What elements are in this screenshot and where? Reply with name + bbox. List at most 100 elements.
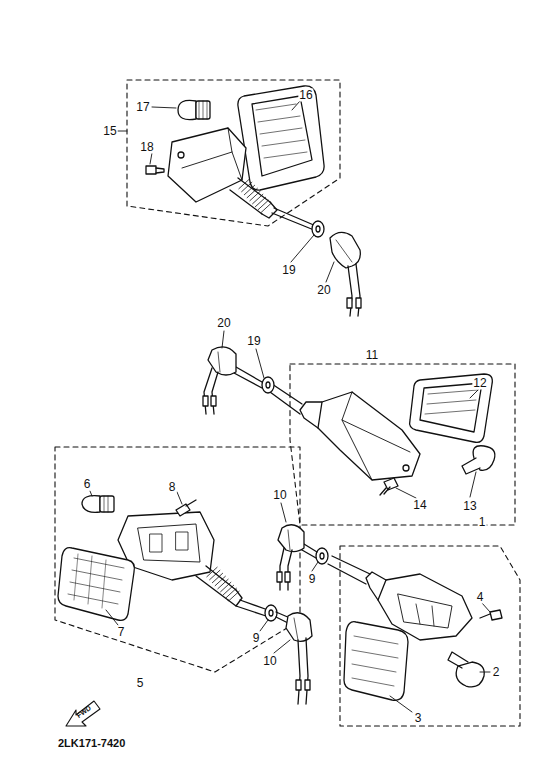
thread — [253, 194, 263, 203]
flasher-assembly — [176, 504, 190, 516]
callout-number: 16 — [298, 89, 313, 102]
thread — [221, 582, 231, 591]
flasher-assembly — [74, 554, 106, 608]
thread — [239, 179, 249, 188]
callout-number: 9 — [252, 632, 261, 645]
leader-line — [326, 262, 334, 282]
thread — [218, 579, 228, 588]
callout-number: 17 — [135, 101, 150, 114]
flasher-assembly — [100, 496, 114, 512]
flasher-assembly — [296, 680, 301, 690]
flasher-assembly — [277, 572, 282, 582]
callout-number: 6 — [83, 478, 92, 491]
thread — [226, 588, 236, 597]
thread — [207, 567, 217, 576]
leader-line — [256, 349, 264, 378]
flasher-assembly — [316, 226, 320, 232]
callout-number: 20 — [216, 317, 231, 330]
callout-number: 19 — [281, 264, 296, 277]
flasher-assembly — [280, 548, 292, 590]
flasher-assembly — [336, 240, 352, 262]
leader-line — [312, 562, 318, 571]
flasher-assembly — [230, 178, 270, 214]
leader-line — [222, 331, 224, 348]
thread — [229, 591, 239, 600]
flasher-assembly — [398, 594, 452, 628]
flasher-assembly — [318, 392, 420, 480]
thread — [207, 179, 271, 600]
leader-line — [274, 640, 290, 653]
flasher-assembly — [150, 532, 188, 552]
flasher-assembly — [156, 168, 164, 173]
flasher-assembly — [366, 572, 386, 600]
flasher-assembly — [278, 525, 304, 552]
thread — [223, 585, 233, 594]
flasher-assembly — [82, 496, 100, 513]
forward-arrow — [66, 701, 100, 726]
flasher-assembly — [211, 396, 216, 406]
flasher-assembly — [262, 377, 274, 393]
flasher-assembly — [288, 530, 290, 550]
thread — [215, 576, 225, 585]
flasher-assembly — [203, 347, 495, 495]
thread — [258, 200, 268, 209]
flasher-assembly — [178, 152, 184, 158]
group-outline — [127, 80, 340, 226]
group-outline — [55, 447, 300, 672]
flasher-assembly — [68, 558, 124, 604]
thread — [242, 182, 252, 191]
leader-line — [90, 101, 490, 712]
flasher-assembly — [199, 101, 207, 119]
leader-line — [118, 131, 127, 132]
flasher-assembly — [416, 604, 434, 626]
callout-number: 10 — [272, 489, 287, 502]
callout-number: 8 — [168, 481, 177, 494]
leader-line — [470, 472, 476, 497]
flasher-assembly — [204, 368, 218, 414]
flasher-assembly — [228, 590, 242, 606]
flasher-assembly — [298, 638, 308, 704]
flasher-assembly — [330, 232, 360, 268]
flasher-assembly — [269, 610, 273, 616]
leader-line — [292, 101, 300, 110]
flasher-assembly — [236, 600, 268, 616]
flasher-assembly — [380, 487, 390, 495]
flasher-assembly — [272, 208, 316, 230]
flasher-assembly — [252, 96, 312, 176]
callout-number: 15 — [102, 125, 117, 138]
flasher-assembly — [328, 556, 370, 584]
flasher-assembly — [58, 496, 312, 704]
callout-number: 12 — [472, 377, 487, 390]
callout-number: 14 — [412, 499, 427, 512]
flasher-assembly — [265, 605, 277, 621]
flasher-assembly — [403, 465, 409, 471]
flasher-assembly — [480, 614, 490, 618]
flasher-assembly — [58, 548, 134, 621]
callout-number: 5 — [136, 677, 145, 690]
leader-line — [480, 672, 490, 673]
flasher-assembly — [238, 86, 324, 190]
direction-label: FWD — [74, 703, 93, 720]
leader-line — [390, 696, 412, 712]
flasher-assembly — [420, 383, 482, 432]
flasher-assembly — [138, 524, 200, 562]
flasher-assembly — [182, 128, 242, 180]
leader-line — [152, 107, 176, 108]
flasher-assembly — [300, 402, 322, 428]
thread — [210, 570, 220, 579]
thread — [247, 188, 257, 197]
callout-number: 10 — [262, 655, 277, 668]
flasher-assembly — [168, 128, 246, 202]
flasher-assembly — [490, 610, 502, 620]
flasher-assembly — [448, 652, 468, 668]
flasher-assembly — [266, 382, 270, 388]
thread — [261, 203, 271, 212]
leader-line — [90, 491, 92, 496]
callout-number: 1 — [478, 516, 487, 529]
leader-line — [177, 492, 182, 504]
thread — [212, 573, 222, 582]
flasher-assembly — [294, 618, 298, 640]
flasher-assembly — [196, 566, 236, 600]
